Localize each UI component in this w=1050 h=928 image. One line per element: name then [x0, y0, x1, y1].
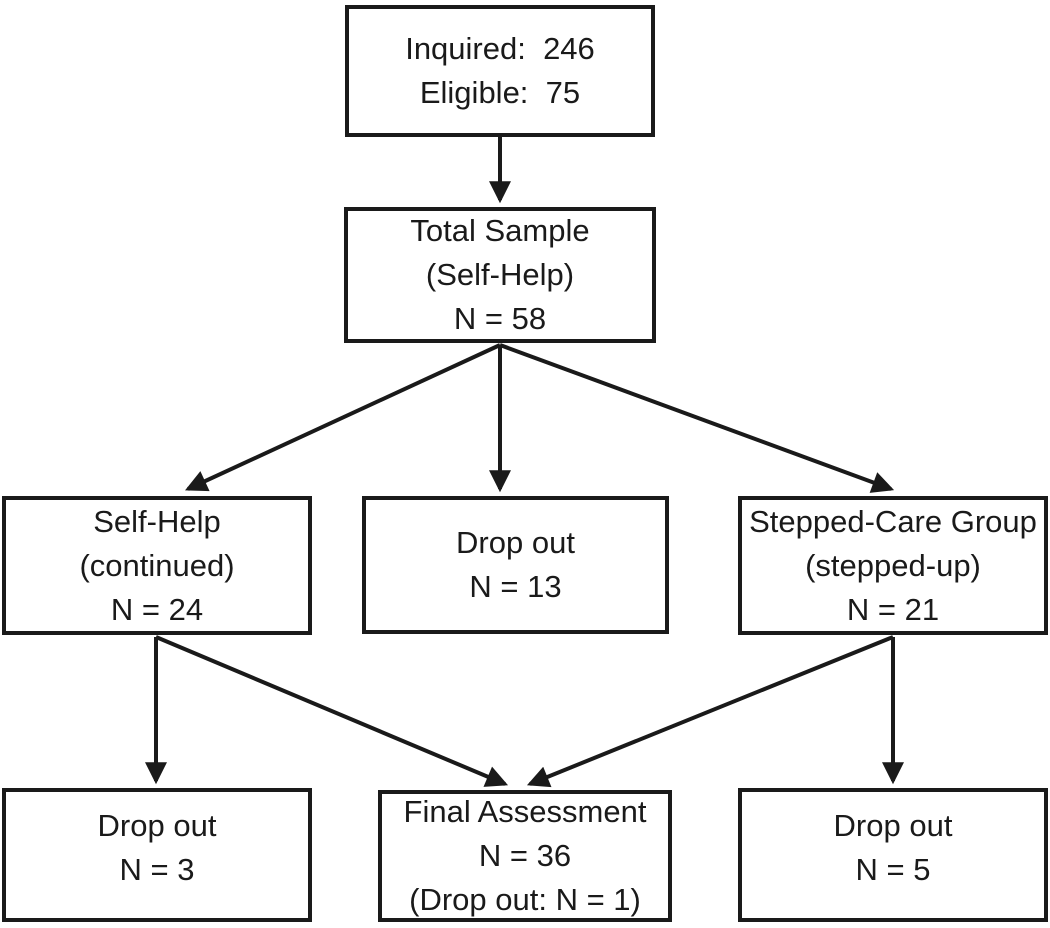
node-text-line: N = 5: [855, 852, 931, 887]
node-final-assessment: Final Assessment N = 36 (Drop out: N = 1…: [378, 790, 672, 922]
node-text-line: N = 13: [469, 569, 562, 604]
node-inquired-eligible: Inquired: 246 Eligible: 75: [345, 5, 655, 137]
node-text-line: (Drop out: N = 1): [409, 882, 641, 917]
node-self-help-continued: Self-Help (continued) N = 24: [2, 496, 312, 635]
arrow-total-to-self-help: [185, 343, 501, 492]
node-drop-out-5: Drop out N = 5: [738, 788, 1048, 922]
node-drop-out-13: Drop out N = 13: [362, 496, 669, 634]
node-drop-out-3: Drop out N = 3: [2, 788, 312, 922]
arrow-self-help-to-final: [155, 635, 509, 787]
node-text-line: N = 58: [453, 301, 547, 336]
node-text-line: Inquired: 246: [405, 31, 595, 66]
node-text-line: Eligible: 75: [419, 75, 581, 110]
node-text-line: (continued): [79, 547, 235, 583]
node-text-line: N = 24: [110, 591, 204, 627]
arrow-stepped-care-to-final: [526, 635, 894, 788]
node-text-line: Drop out: [833, 808, 953, 843]
node-text-line: Self-Help: [93, 503, 221, 539]
node-text-line: (Self-Help): [425, 257, 575, 292]
node-text-line: Drop out: [97, 808, 217, 843]
node-text-line: (stepped-up): [805, 547, 981, 583]
node-total-sample: Total Sample (Self-Help) N = 58: [344, 207, 656, 343]
node-text-line: N = 3: [119, 852, 195, 887]
node-text-line: Drop out: [456, 525, 575, 560]
node-text-line: Final Assessment: [403, 794, 647, 829]
node-text-line: N = 36: [478, 838, 572, 873]
node-stepped-care-group: Stepped-Care Group (stepped-up) N = 21: [738, 496, 1048, 635]
arrow-total-to-stepped-care: [499, 343, 895, 493]
node-text-line: N = 21: [846, 591, 940, 627]
node-text-line: Stepped-Care Group: [749, 503, 1037, 539]
node-text-line: Total Sample: [410, 213, 590, 248]
